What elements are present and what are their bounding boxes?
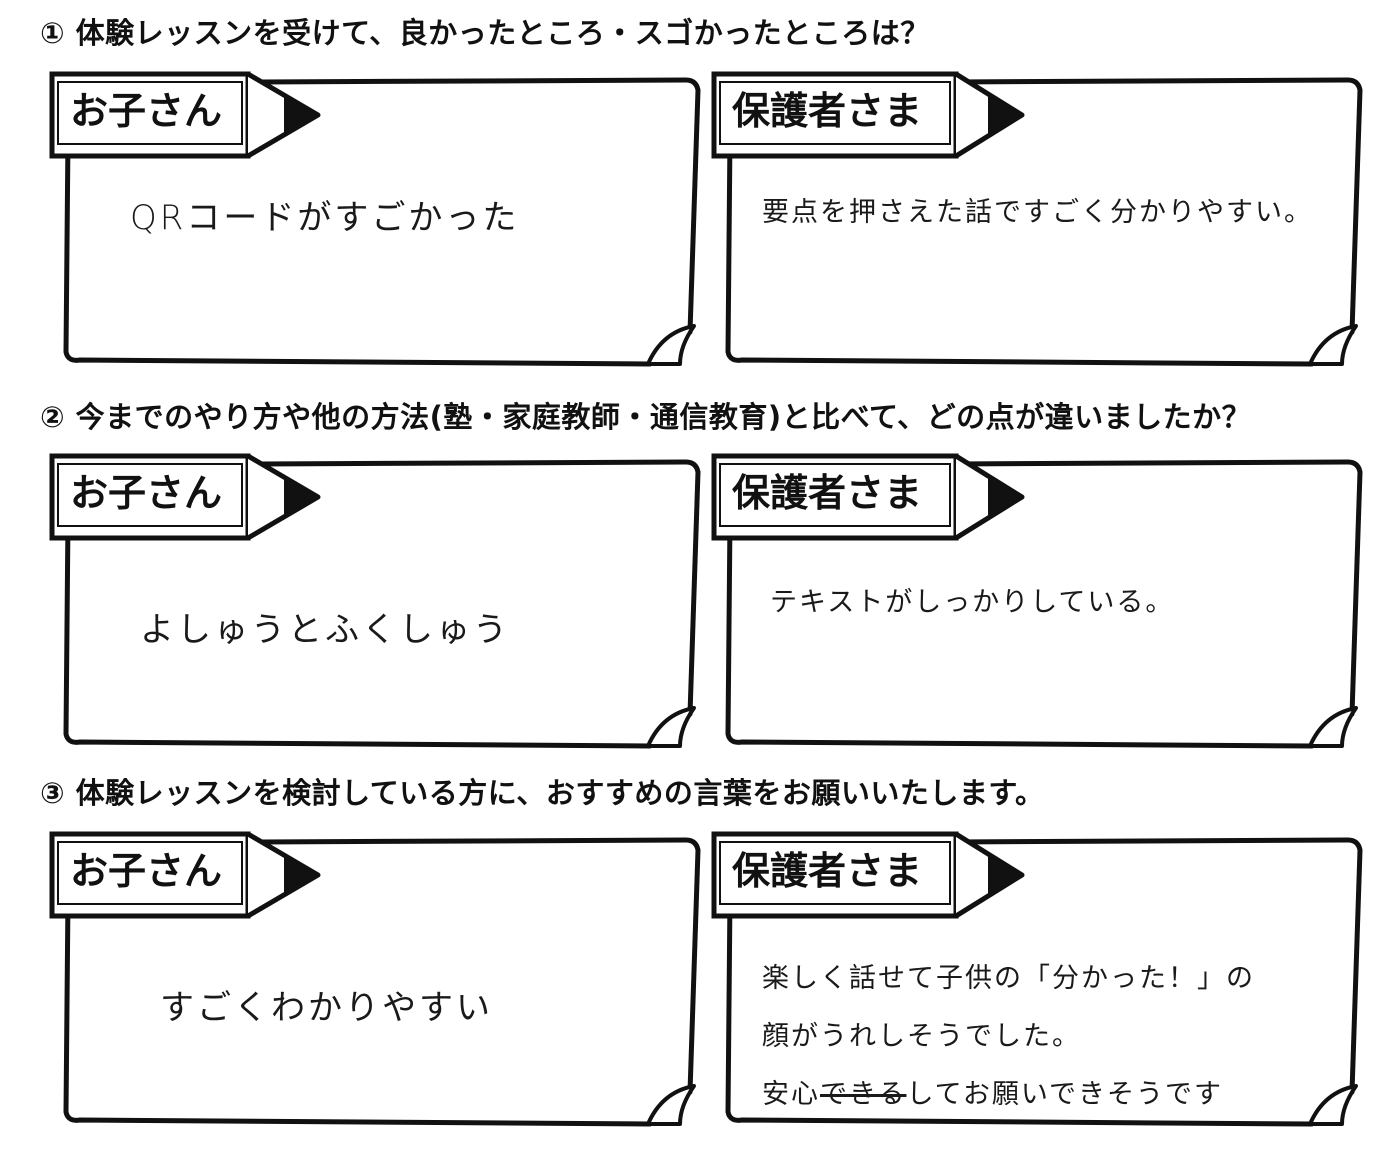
- question-text: 今までのやり方や他の方法(塾・家庭教師・通信教育)と比べて、どの点が違いましたか…: [75, 400, 1252, 434]
- parent-answer-card: 保護者さま 要点を押さえた話ですごく分かりやすい。: [711, 70, 1378, 370]
- parent-label: 保護者さま: [732, 849, 923, 893]
- question-number: ③: [40, 776, 66, 810]
- question-number: ①: [40, 16, 66, 50]
- note-card-frame: [711, 71, 1363, 367]
- parent-label: 保護者さま: [732, 471, 923, 515]
- note-card-frame: [49, 453, 701, 749]
- parent-answer-text: テキストがしっかりしている。: [770, 587, 1175, 618]
- child-answer-text: QRコードがすごかった: [130, 198, 520, 238]
- child-label: お子さん: [70, 89, 223, 133]
- note-card-frame: [49, 71, 701, 367]
- parent-answer-card: 保護者さま テキストがしっかりしている。: [711, 452, 1378, 752]
- child-answer-card: お子さん よしゅうとふくしゅう: [49, 452, 716, 752]
- struck-text: できる: [820, 1079, 907, 1110]
- question-number: ②: [40, 400, 66, 434]
- parent-answer-line: 安心できるしてお願いできそうです: [762, 1066, 1255, 1124]
- child-answer-card: お子さん すごくわかりやすい: [49, 830, 716, 1130]
- child-answer-text: すごくわかりやすい: [160, 988, 493, 1028]
- note-card-frame: [49, 831, 701, 1127]
- parent-answer-text: 要点を押さえた話ですごく分かりやすい。: [762, 197, 1313, 228]
- question-1-heading: ① 体験レッスンを受けて、良かったところ・スゴかったところは？: [40, 10, 930, 52]
- question-3-heading: ③ 体験レッスンを検討している方に、おすすめの言葉をお願いいたします。: [40, 770, 1045, 812]
- question-2-heading: ② 今までのやり方や他の方法(塾・家庭教師・通信教育)と比べて、どの点が違いまし…: [40, 394, 1251, 436]
- parent-answer-line-end: してお願いできそうです: [906, 1079, 1224, 1110]
- child-answer-card: お子さん QRコードがすごかった: [49, 70, 716, 370]
- parent-answer-card: 保護者さま 楽しく話せて子供の「分かった！」の 顔がうれしそうでした。 安心でき…: [711, 830, 1378, 1130]
- parent-answer-line-start: 安心: [762, 1079, 820, 1110]
- parent-answer-text: 楽しく話せて子供の「分かった！」の 顔がうれしそうでした。 安心できるしてお願い…: [762, 950, 1255, 1124]
- question-text: 体験レッスンを検討している方に、おすすめの言葉をお願いいたします。: [75, 776, 1045, 810]
- parent-answer-line: 顔がうれしそうでした。: [762, 1021, 1081, 1052]
- child-label: お子さん: [70, 849, 223, 893]
- parent-answer-line: 楽しく話せて子供の「分かった！」の: [762, 963, 1255, 994]
- question-text: 体験レッスンを受けて、良かったところ・スゴかったところは？: [75, 16, 930, 50]
- child-answer-text: よしゅうとふくしゅう: [140, 610, 510, 650]
- note-card-frame: [711, 831, 1363, 1127]
- child-label: お子さん: [70, 471, 223, 515]
- parent-label: 保護者さま: [732, 89, 923, 133]
- note-card-frame: [711, 453, 1363, 749]
